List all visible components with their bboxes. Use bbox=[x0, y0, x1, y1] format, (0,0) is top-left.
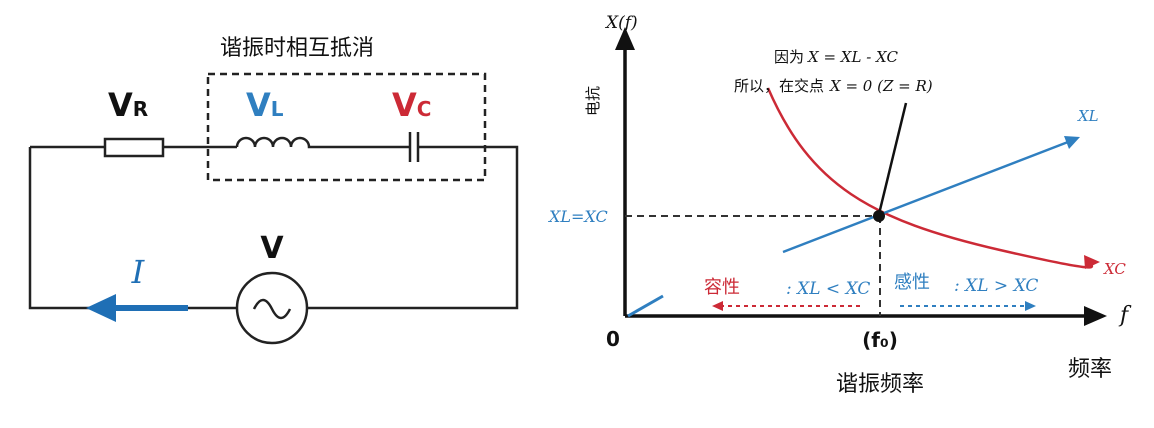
x-axis-label: f bbox=[1118, 303, 1132, 328]
current-label: I bbox=[131, 253, 146, 291]
f0-caption: 谐振频率 bbox=[836, 372, 924, 397]
xc-curve-label: XC bbox=[1103, 260, 1126, 278]
xl-line-start bbox=[627, 294, 664, 318]
y-axis-label: X(f) bbox=[604, 13, 638, 33]
y-axis-arrow-icon bbox=[615, 27, 635, 50]
rlc-circuit: 谐振时相互抵消 VR VL VC V I bbox=[28, 36, 519, 345]
label-vc: VC bbox=[392, 86, 431, 124]
xl-line bbox=[782, 140, 1069, 254]
label-vr: VR bbox=[108, 86, 148, 124]
sine-wave-icon bbox=[252, 298, 292, 320]
inductor-symbol bbox=[235, 136, 312, 149]
xl-eq-xc-label: XL=XC bbox=[547, 207, 608, 226]
xc-arrow-icon bbox=[1084, 255, 1100, 269]
f0-label: (f₀) bbox=[862, 328, 898, 352]
y-axis-caption: 电抗 bbox=[584, 86, 602, 116]
origin-label: 0 bbox=[606, 327, 620, 351]
x-axis-arrow-icon bbox=[1084, 306, 1107, 326]
xl-curve-label: XL bbox=[1077, 107, 1099, 125]
resistor-symbol bbox=[103, 137, 165, 158]
cancel-region-box bbox=[206, 72, 487, 182]
cancel-caption: 谐振时相互抵消 bbox=[220, 36, 374, 61]
inductive-condition: : XL > XC bbox=[954, 276, 1038, 296]
capacitive-arrow-icon bbox=[712, 301, 723, 311]
circuit-wire bbox=[28, 145, 519, 310]
xc-curve bbox=[766, 87, 1094, 269]
label-vl: VL bbox=[246, 86, 284, 124]
xl-arrow-icon bbox=[1064, 136, 1080, 149]
capacitive-label: 容性 bbox=[704, 277, 740, 298]
inductive-arrow-icon bbox=[1025, 301, 1036, 311]
current-arrow-head-icon bbox=[86, 294, 116, 322]
note-pointer-line bbox=[877, 102, 908, 215]
capacitive-condition: : XL < XC bbox=[786, 279, 870, 299]
source-label: V bbox=[260, 231, 284, 266]
x-axis-caption: 频率 bbox=[1068, 357, 1112, 382]
intersection-point bbox=[873, 210, 885, 222]
inductive-label: 感性 bbox=[894, 272, 930, 293]
